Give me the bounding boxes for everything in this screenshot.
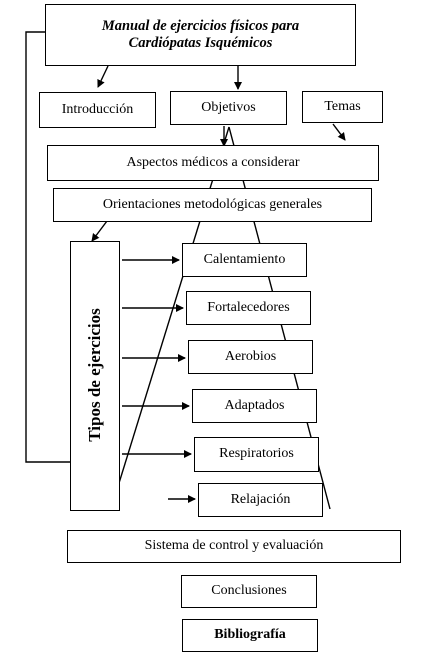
tipos-label: Tipos de ejercicios	[85, 308, 104, 442]
orientaciones-box: Orientaciones metodológicas generales	[53, 188, 372, 222]
objetivos-box: Objetivos	[170, 91, 287, 125]
exercise-box-fortalecedores: Fortalecedores	[186, 291, 311, 325]
loop-connector	[25, 31, 70, 463]
arrow-temas-aspectos	[332, 123, 346, 141]
title-box: Manual de ejercicios físicos para Cardió…	[45, 4, 356, 66]
exercise-box-respiratorios: Respiratorios	[194, 437, 319, 472]
temas-box: Temas	[302, 91, 383, 123]
arrow-title-introduccion	[97, 65, 109, 88]
aspectos-box: Aspectos médicos a considerar	[47, 145, 379, 181]
arrow-orientaciones-tipos	[91, 220, 108, 242]
introduccion-box: Introducción	[39, 92, 156, 128]
exercise-box-adaptados: Adaptados	[192, 389, 317, 423]
exercise-box-relajacion: Relajación	[198, 483, 323, 517]
conclusiones-box: Conclusiones	[181, 575, 317, 608]
title-line-1: Manual de ejercicios físicos para	[101, 18, 300, 35]
title-line-2: Cardiópatas Isquémicos	[128, 35, 273, 51]
sistema-box: Sistema de control y evaluación	[67, 530, 401, 563]
exercise-box-calentamiento: Calentamiento	[182, 243, 307, 277]
tipos-box	[70, 241, 120, 511]
exercise-box-aerobios: Aerobios	[188, 340, 313, 374]
bibliografia-box: Bibliografía	[182, 619, 318, 652]
